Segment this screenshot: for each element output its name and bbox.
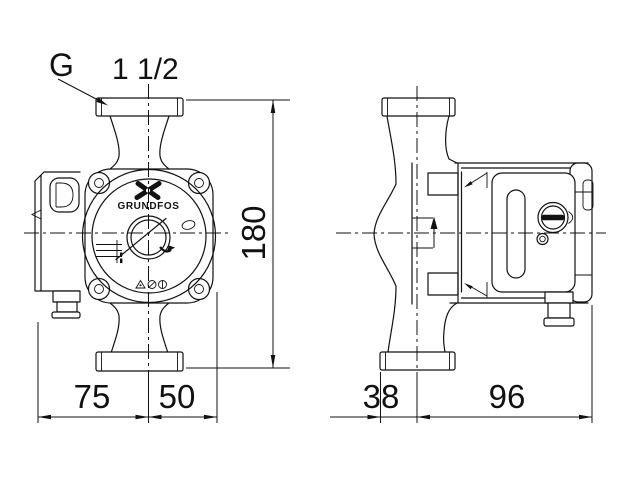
side-view [373, 97, 594, 371]
side-depth-dimension-label: 96 [489, 378, 526, 415]
brand-label: GRUNDFOS [117, 201, 179, 212]
housing-recess-top [427, 172, 459, 196]
volute-right-top [445, 115, 458, 164]
box-screw [536, 232, 549, 246]
front-extension-lines [37, 292, 218, 423]
front-view: GRUNDFOS [30, 97, 217, 372]
cable-gland-front [51, 290, 81, 319]
volute-right-bottom [442, 302, 458, 353]
cover-tab [582, 179, 594, 211]
face-oval-detail [181, 220, 196, 230]
rotation-arrow-icon [159, 245, 175, 253]
side-top-flange [381, 97, 456, 117]
terminal-box-slot [506, 189, 526, 279]
front-bottom-neck [105, 299, 120, 357]
speed-selector-marks [96, 240, 123, 264]
side-extension-lines [380, 305, 593, 423]
front-bottom-neck-right [159, 299, 174, 357]
terminal-box-front [30, 171, 81, 319]
section-mark-top [464, 172, 488, 188]
thread-leader-line [57, 78, 108, 106]
front-bottom-flange [95, 351, 184, 372]
cable-gland-side [543, 291, 575, 327]
volute-left-profile [373, 115, 397, 353]
flow-arrow-icon [430, 216, 438, 248]
thread-size-label: 1 1/2 [112, 53, 179, 86]
box-edge-notch [30, 209, 42, 220]
housing-recess-bottom [427, 272, 459, 296]
centerlines [24, 84, 606, 384]
side-offset-dimension-label: 38 [363, 378, 400, 415]
dimension-annotations: G 1 1/2 180 75 50 38 96 [37, 47, 593, 423]
motor-top-lines [454, 162, 589, 169]
front-top-neck [105, 115, 120, 173]
front-left-dimension-label: 75 [74, 378, 111, 415]
front-right-dimension-label: 50 [159, 378, 196, 415]
front-top-neck-right [159, 115, 174, 173]
section-mark-bottom [464, 282, 488, 298]
front-top-flange [95, 97, 184, 117]
certification-marks-icon [135, 279, 167, 289]
thread-label: G [49, 47, 74, 83]
height-dimension-label: 180 [235, 205, 272, 260]
